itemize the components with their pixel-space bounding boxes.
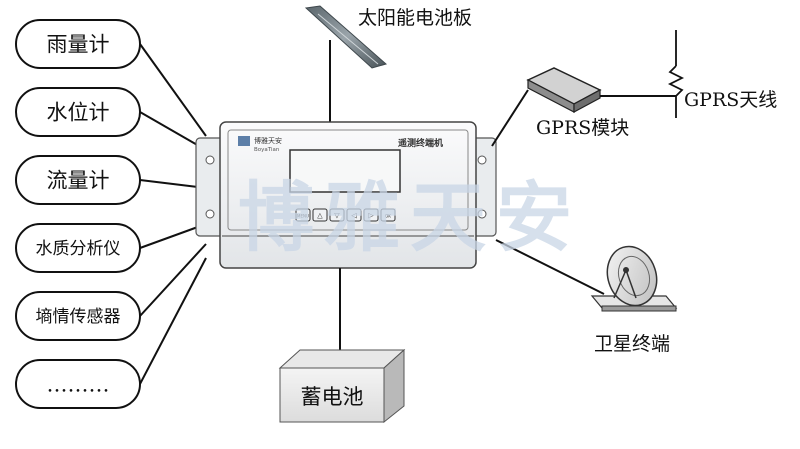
sensor-item: 雨量计 [15,19,141,69]
satellite-terminal-label: 卫星终端 [594,333,670,355]
sensor-label: 水质分析仪 [36,239,121,259]
satellite-terminal: 卫星终端 [590,245,678,355]
rtu-key[interactable] [380,208,396,222]
rtu-key-label: ▷ [368,212,374,220]
rtu-key-label: ◁ [351,212,357,220]
sensor-label: 流量计 [47,169,110,193]
sensor-item: 流量计 [15,155,141,205]
sensor-bubble [15,19,141,69]
sensor-line [139,243,207,317]
rtu-key-label: MENU [297,214,309,219]
rtu-lcd-screen [289,149,401,193]
rtu-key[interactable] [295,208,311,222]
gprs-module: GPRS模块 [526,67,629,139]
rtu-keypad: MENU △ ▽ ◁ ▷ OK [295,208,396,222]
sensor-item: 水质分析仪 [15,223,141,273]
sensor-label: ……… [47,373,110,397]
sensor-item: ……… [15,359,141,409]
sensor-bubble [15,223,141,273]
solar-panel: 太阳能电池板 [304,5,472,122]
rtu-key-label: OK [385,214,391,219]
sensor-line [139,179,207,189]
gprs-antenna-label: GPRS天线 [684,89,777,111]
sensor-label: 墒情传感器 [36,307,121,327]
rtu-brand: 博雅天安 [254,136,282,145]
sensor-item: 墒情传感器 [15,291,141,341]
rtu-brand-en: BoyaTian [254,147,280,153]
sensor-bubble [15,359,141,409]
battery-label: 蓄电池 [301,385,364,409]
rtu-key[interactable] [363,208,379,222]
rtu-key[interactable] [329,208,345,222]
sensor-label: 雨量计 [47,33,110,57]
rtu-title: 遥测终端机 [398,137,443,149]
sensor-bubble [15,87,141,137]
rtu-key[interactable] [346,208,362,222]
sensor-line [139,257,207,385]
sensor-line [139,223,207,249]
rtu-key-label: △ [317,212,323,220]
sensor-label: 水位计 [47,101,110,125]
rtu-key-label: ▽ [334,212,340,220]
sensor-line [139,43,207,137]
rtu-key[interactable] [312,208,328,222]
rtu-device: 博雅天安 BoyaTian 遥测终端机 MENU △ ▽ ◁ ▷ OK [195,121,497,269]
sensor-bubble [15,155,141,205]
sensor-connection-lines [139,43,207,385]
sensor-item: 水位计 [15,87,141,137]
gprs-module-label: GPRS模块 [536,117,629,139]
gprs-module-cable [491,89,529,147]
sensor-line [139,111,207,151]
sensor-bubble [15,291,141,341]
gprs-antenna [667,30,685,118]
satellite-cable [495,239,605,295]
battery: 蓄电池 [278,348,406,424]
rtu-logo-mark [238,136,250,146]
solar-panel-label: 太阳能电池板 [358,7,472,29]
watermark: 博雅天安 [238,173,582,262]
